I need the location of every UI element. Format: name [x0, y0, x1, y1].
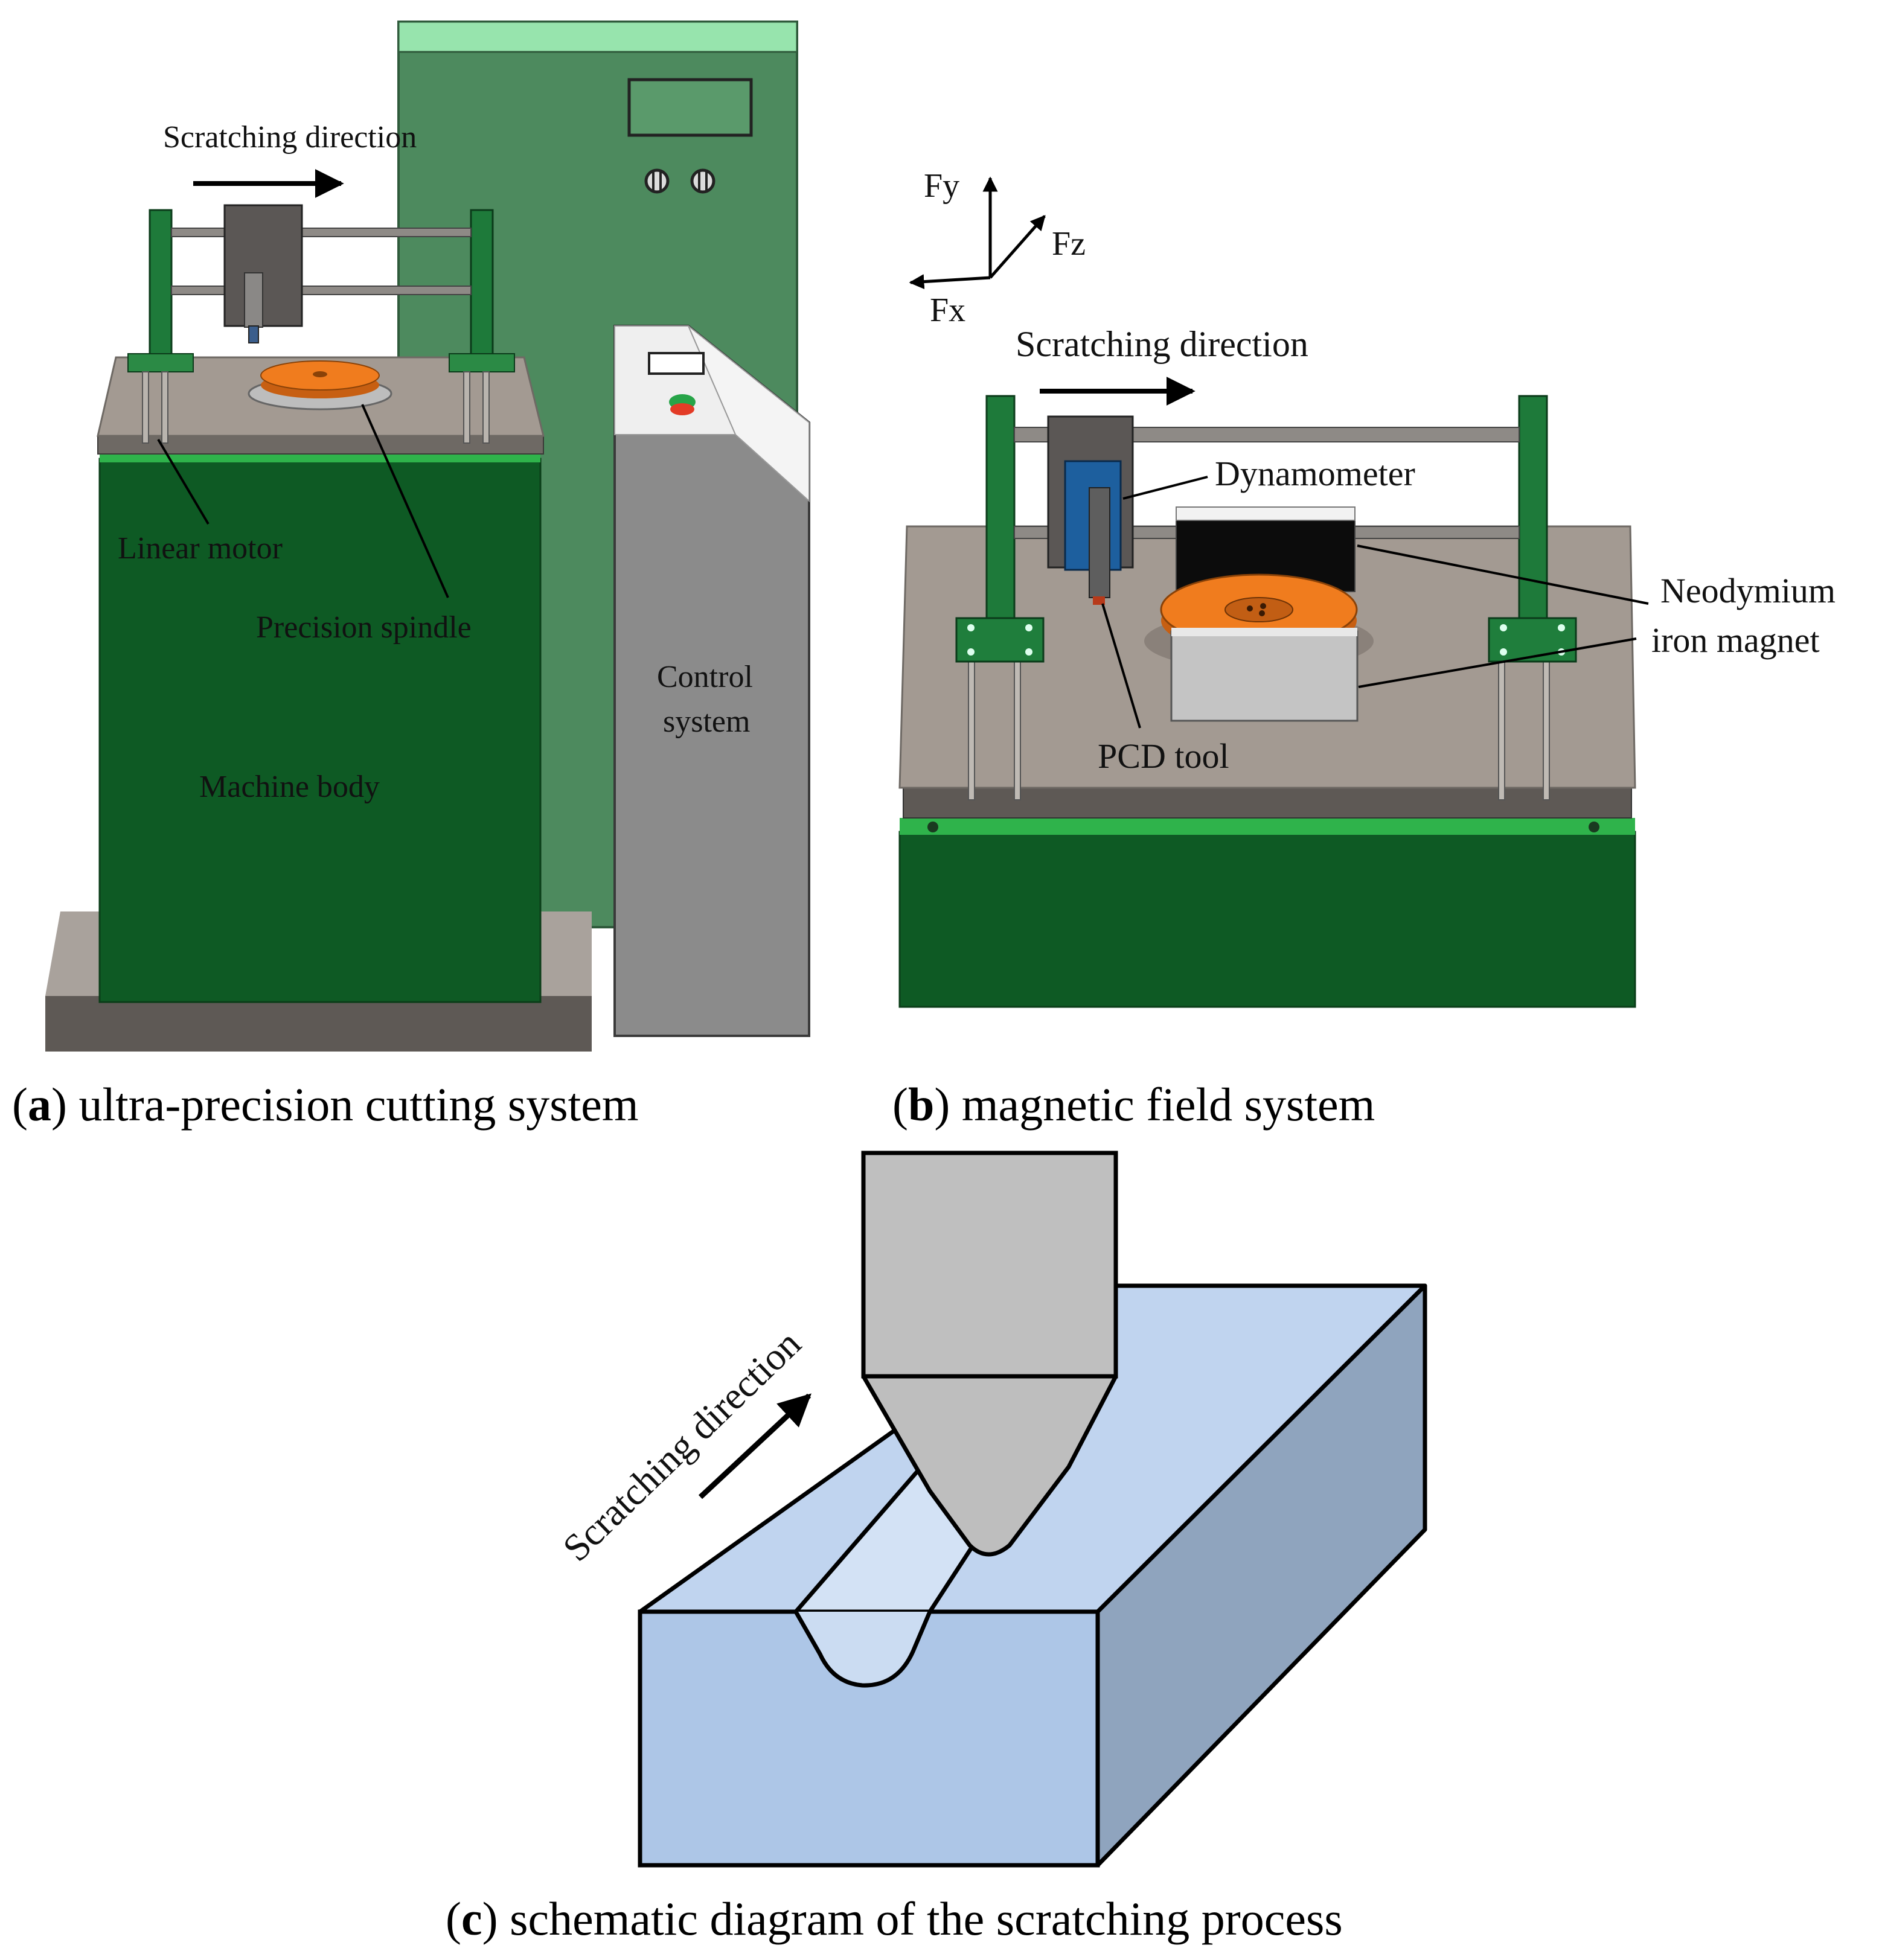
- panel-c-scratching-schematic: Scratching direction: [554, 1151, 1427, 1868]
- label-control-system-line2: system: [663, 704, 750, 739]
- label-linear-motor: Linear motor: [118, 531, 283, 566]
- precision-spindle-disk: [248, 360, 392, 410]
- leader-neodymium-lower: [1358, 637, 1637, 688]
- caption-c-text: schematic diagram of the scratching proc…: [510, 1892, 1343, 1945]
- panel-b-magnetic-field-system: Fy Fz Fx Scratching direction: [898, 167, 1836, 1008]
- label-fy: Fy: [924, 167, 959, 205]
- label-a-scratching-direction: Scratching direction: [163, 120, 417, 155]
- label-fx: Fx: [930, 292, 965, 329]
- caption-a-letter: a: [28, 1078, 51, 1131]
- label-fz: Fz: [1052, 225, 1086, 263]
- caption-a-text: ultra-precision cutting system: [78, 1078, 638, 1131]
- leader-neodymium-upper: [1357, 544, 1649, 605]
- label-precision-spindle: Precision spindle: [256, 610, 472, 645]
- scratching-tool-shank: [861, 1151, 1118, 1379]
- caption-b-letter: b: [908, 1078, 934, 1131]
- caption-b-text: magnetic field system: [962, 1078, 1375, 1131]
- gantry: [127, 204, 515, 444]
- panel-a-ultra-precision-cutting-system: Scratching direction Linear motor Precis…: [45, 21, 810, 1052]
- pcd-tool: [1089, 487, 1110, 598]
- label-b-scratching-direction: Scratching direction: [1016, 324, 1308, 364]
- label-neodymium-line2: iron magnet: [1651, 621, 1820, 660]
- magnet-machine-body: [898, 831, 1636, 1008]
- label-control-system-line1: Control: [657, 660, 753, 694]
- lower-magnet: [1170, 630, 1359, 722]
- leader-precision-spindle: [361, 404, 449, 598]
- groove-cross-section: [793, 1610, 932, 1688]
- scratching-tool-tip: [861, 1374, 1118, 1557]
- leader-linear-motor: [157, 438, 210, 525]
- label-dynamometer: Dynamometer: [1215, 454, 1415, 493]
- label-neodymium-line1: Neodymium: [1660, 571, 1836, 610]
- caption-c: (c) schematic diagram of the scratching …: [446, 1892, 1343, 1945]
- machine-body: [98, 458, 542, 1003]
- caption-c-letter: c: [461, 1892, 482, 1945]
- leader-dynamometer: [1122, 476, 1208, 500]
- arrow-c-scratching-direction: [698, 1393, 811, 1499]
- caption-b: (b) magnetic field system: [892, 1078, 1375, 1131]
- leader-pcd-tool: [1101, 603, 1141, 729]
- label-machine-body: Machine body: [199, 770, 380, 804]
- caption-a: (a) ultra-precision cutting system: [12, 1078, 639, 1131]
- control-console: [613, 325, 810, 1037]
- label-pcd-tool: PCD tool: [1098, 736, 1229, 776]
- force-axes: Fy Fz Fx: [909, 167, 1086, 329]
